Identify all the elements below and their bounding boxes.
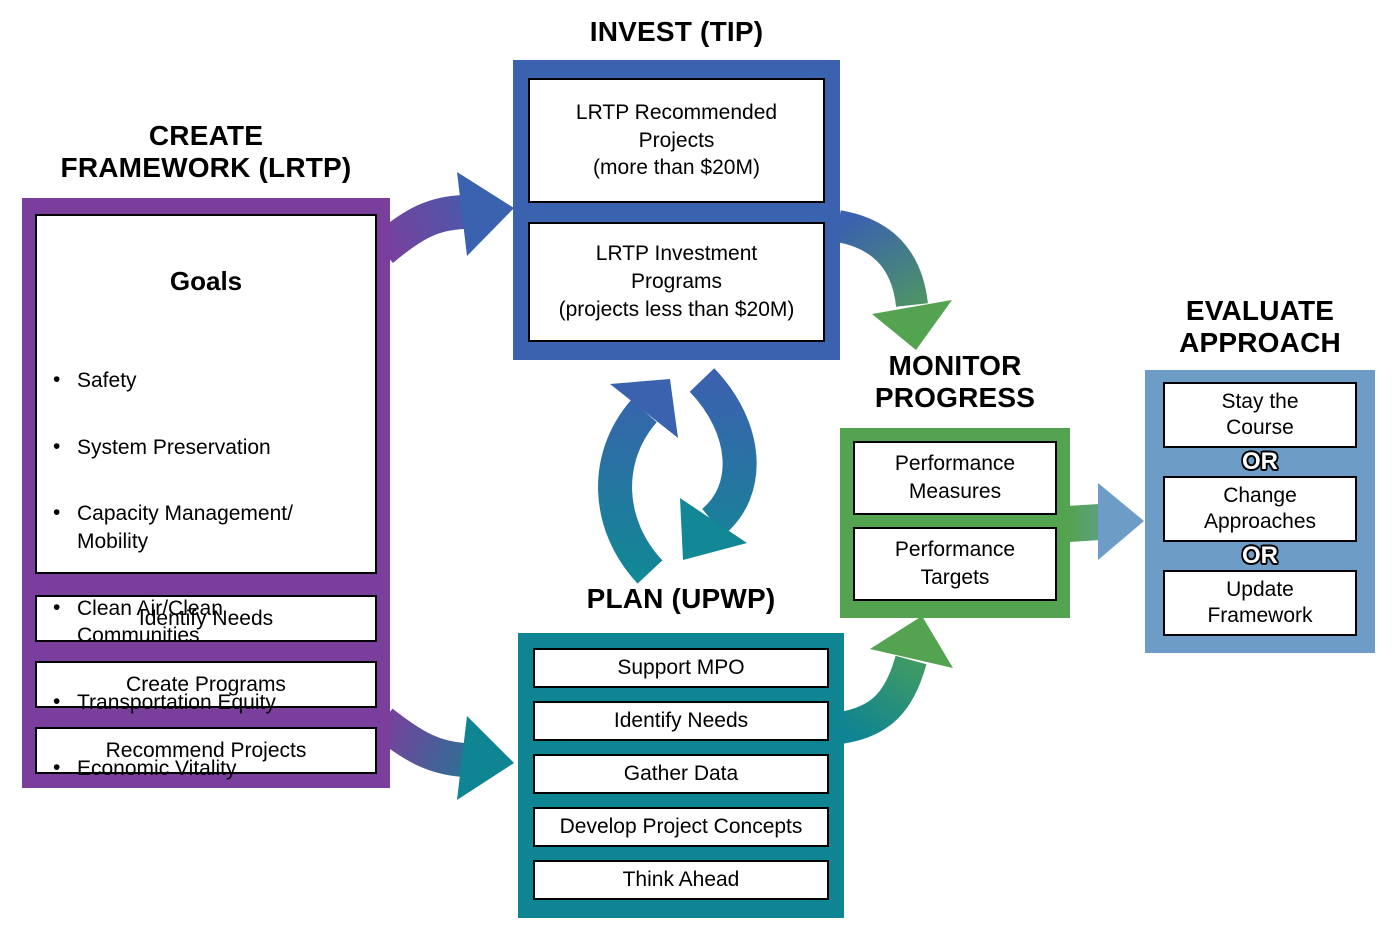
- evaluate-box: Stay the Course OR Change Approaches OR …: [1145, 370, 1375, 653]
- goal-item-clean-air: Clean Air/Clean Communities: [53, 593, 365, 650]
- goal-item-safety: Safety: [53, 366, 365, 395]
- plan-item-develop-project-concepts: Develop Project Concepts: [533, 807, 829, 847]
- plan-item-think-ahead: Think Ahead: [533, 860, 829, 900]
- invest-title: INVEST (TIP): [589, 16, 764, 47]
- arrow-invest-to-monitor: [834, 210, 952, 350]
- goal-item-transportation-equity: Transportation Equity: [53, 688, 365, 717]
- monitor-title: MONITOR PROGRESS: [845, 350, 1065, 414]
- arrow-framework-to-plan: [371, 708, 514, 800]
- goal-item-economic-vitality: Economic Vitality: [53, 754, 365, 783]
- monitor-title-line2: PROGRESS: [874, 381, 1036, 413]
- invest-item-investment-programs: LRTP Investment Programs (projects less …: [528, 222, 825, 342]
- create-framework-title-line2: FRAMEWORK (LRTP): [60, 151, 352, 183]
- or-label-1: OR: [1242, 448, 1278, 475]
- monitor-item-performance-measures: Performance Measures: [853, 441, 1057, 515]
- plan-title: PLAN (UPWP): [586, 583, 776, 614]
- create-framework-title: CREATE FRAMEWORK (LRTP): [22, 120, 390, 184]
- goals-panel: Goals Safety System Preservation Capacit…: [35, 214, 377, 782]
- goal-item-capacity-management: Capacity Management/ Mobility: [53, 499, 365, 555]
- create-framework-title-line1: CREATE: [148, 120, 264, 151]
- create-framework-box: Goals Safety System Preservation Capacit…: [22, 198, 390, 788]
- monitor-item-performance-targets: Performance Targets: [853, 527, 1057, 601]
- evaluate-option-update-framework: Update Framework: [1163, 570, 1357, 636]
- evaluate-title-line1: EVALUATE: [1185, 295, 1335, 326]
- arrow-cycle-down: [680, 368, 757, 560]
- plan-item-gather-data: Gather Data: [533, 754, 829, 794]
- arrow-cycle-up: [598, 379, 678, 584]
- evaluate-title: EVALUATE APPROACH: [1145, 295, 1375, 359]
- monitor-box: Performance Measures Performance Targets: [840, 428, 1070, 618]
- goals-heading: Goals: [169, 265, 243, 296]
- plan-item-support-mpo: Support MPO: [533, 648, 829, 688]
- plan-box: Support MPO Identify Needs Gather Data D…: [518, 633, 844, 918]
- invest-box: LRTP Recommended Projects (more than $20…: [513, 60, 840, 360]
- evaluate-option-change-approaches: Change Approaches: [1163, 476, 1357, 542]
- evaluate-option-stay-the-course: Stay the Course: [1163, 382, 1357, 448]
- plan-item-identify-needs: Identify Needs: [533, 701, 829, 741]
- or-label-2: OR: [1242, 542, 1278, 569]
- invest-item-recommended-projects: LRTP Recommended Projects (more than $20…: [528, 78, 825, 203]
- evaluate-title-line2: APPROACH: [1179, 326, 1341, 358]
- goals-list: Safety System Preservation Capacity Mana…: [37, 340, 375, 822]
- monitor-title-line1: MONITOR: [888, 350, 1022, 381]
- arrow-framework-to-invest: [371, 172, 514, 264]
- goal-item-system-preservation: System Preservation: [53, 433, 365, 462]
- arrow-plan-to-monitor: [837, 616, 953, 744]
- arrow-monitor-to-evaluate: [1066, 483, 1144, 560]
